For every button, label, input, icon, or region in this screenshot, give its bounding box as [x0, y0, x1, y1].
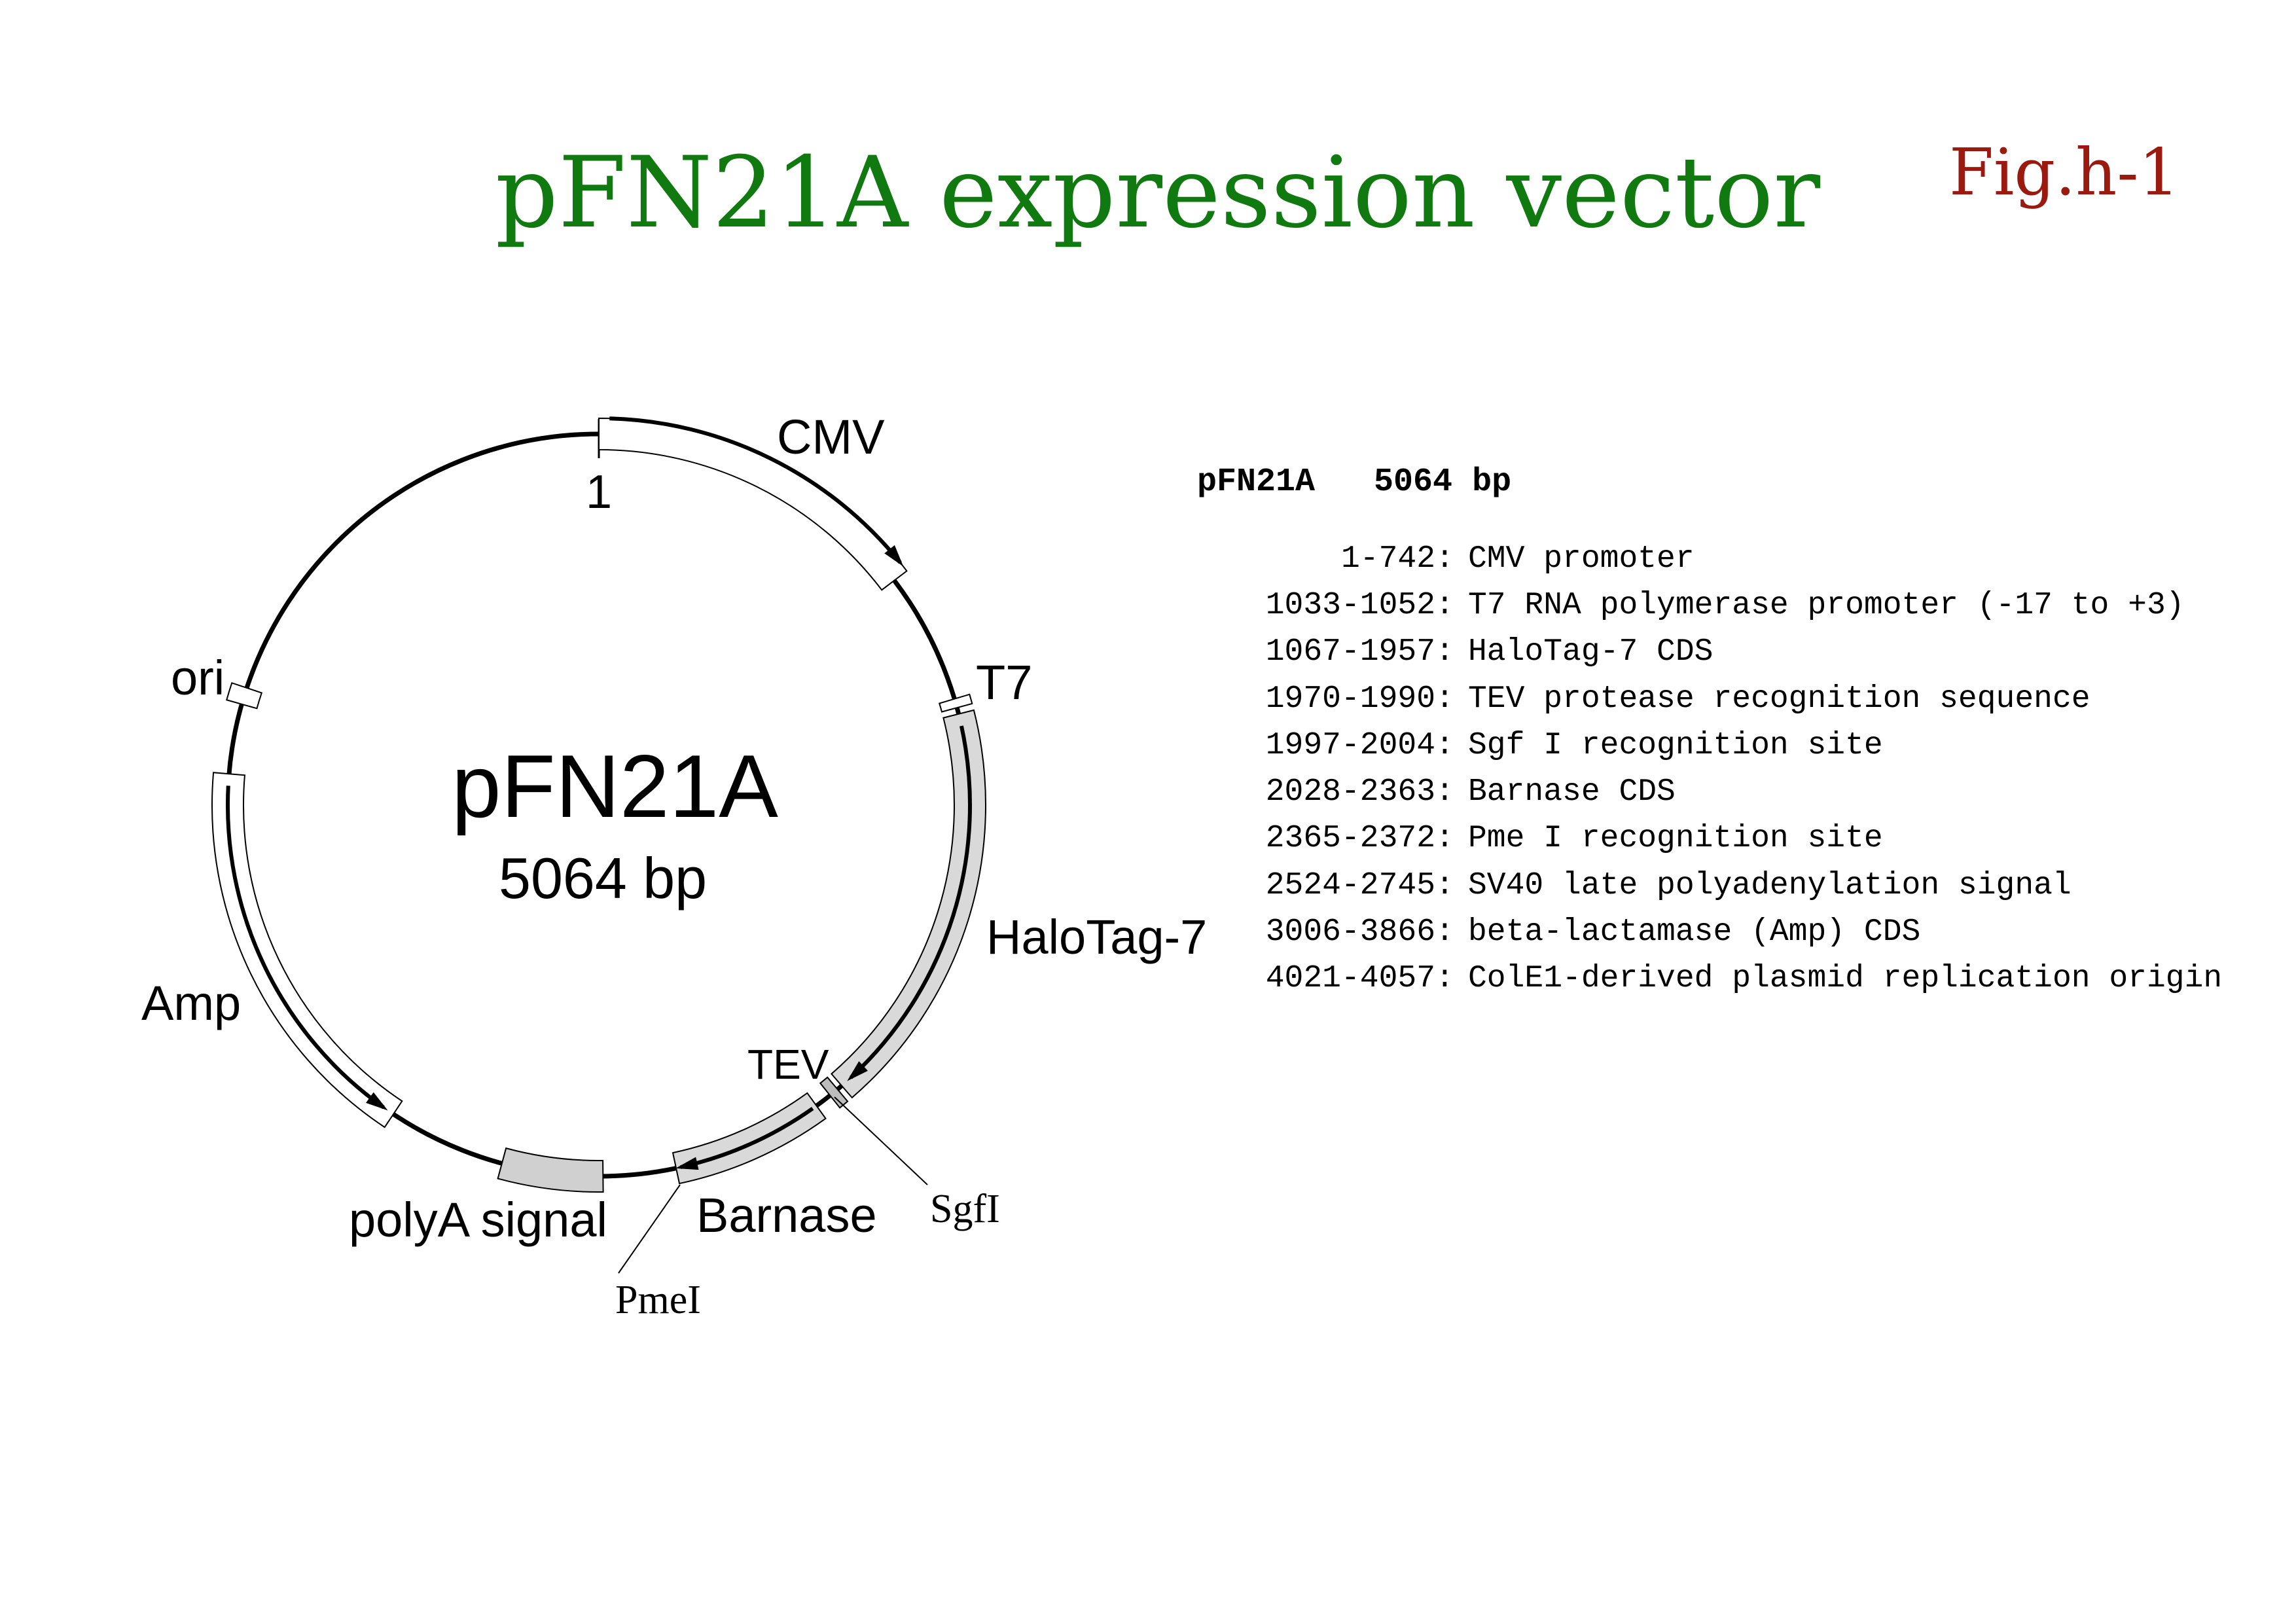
arrowhead-icon [884, 545, 904, 567]
label-polya: polyA signal [349, 1193, 607, 1247]
legend-header: pFN21A 5064 bp [1197, 463, 1512, 501]
legend-range: 1067-1957 [1265, 634, 1435, 670]
legend-range: 1970-1990 [1265, 681, 1435, 717]
legend-description: CMV promoter [1468, 541, 1695, 577]
legend-colon: : [1435, 914, 1454, 950]
feature-legend: pFN21A 5064 bp 1-742: CMV promoter 1033-10… [1197, 440, 2222, 1014]
label-tev: TEV [747, 1041, 829, 1088]
legend-colon: : [1435, 961, 1454, 997]
feature-direction-line [226, 785, 385, 1110]
legend-description: ColE1-derived plasmid replication origin [1468, 961, 2223, 997]
legend-row: 1970-1990: TEV protease recognition seque… [1197, 676, 2222, 722]
legend-colon: : [1435, 727, 1454, 763]
arrowhead-icon [366, 1092, 388, 1111]
legend-colon: : [1435, 587, 1454, 623]
figure-label: Fig.h-1 [1949, 135, 2179, 210]
legend-range: 2524-2745 [1265, 867, 1435, 903]
legend-range: 1997-2004 [1265, 727, 1435, 763]
origin-label: 1 [586, 466, 612, 518]
legend-description: TEV protease recognition sequence [1468, 681, 2090, 717]
legend-row: 1033-1052: T7 RNA polymerase promoter (-1… [1197, 582, 2222, 628]
legend-colon: : [1435, 634, 1454, 670]
legend-range: 3006-3866 [1265, 914, 1435, 950]
legend-row: 3006-3866: beta-lactamase (Amp) CDS [1197, 909, 2222, 955]
legend-colon: : [1435, 821, 1454, 857]
label-amp: Amp [141, 976, 241, 1030]
map-name: pFN21A [452, 736, 778, 836]
legend-row: 2524-2745: SV40 late polyadenylation sign… [1197, 862, 2222, 909]
feature-halotag-7 [830, 709, 986, 1099]
map-size: 5064 bp [499, 846, 707, 911]
legend-colon: : [1435, 681, 1454, 717]
label-t7: T7 [976, 655, 1032, 710]
feature-t7 [939, 693, 973, 713]
page-title: pFN21A expression vector [495, 136, 1821, 250]
legend-row: 4021-4057: ColE1-derived plasmid replicat… [1197, 956, 2222, 1002]
legend-description: Sgf I recognition site [1468, 727, 1883, 763]
legend-colon: : [1435, 774, 1454, 810]
legend-colon: : [1435, 541, 1454, 577]
legend-colon: : [1435, 867, 1454, 903]
legend-description: beta-lactamase (Amp) CDS [1468, 914, 1921, 950]
arrowhead-icon [847, 1061, 868, 1081]
arrowhead-icon [675, 1157, 699, 1170]
feature-polya-signal [497, 1147, 604, 1193]
label-pmei: PmeI [615, 1278, 701, 1322]
label-barnase: Barnase [696, 1188, 877, 1242]
legend-description: Pme I recognition site [1468, 821, 1883, 857]
label-ori: ori [171, 651, 224, 705]
legend-description: T7 RNA polymerase promoter (-17 to +3) [1468, 587, 2185, 623]
legend-row: 1997-2004: Sgf I recognition site [1197, 722, 2222, 768]
legend-range: 2365-2372 [1265, 821, 1435, 857]
legend-row: 2365-2372: Pme I recognition site [1197, 816, 2222, 862]
legend-range: 2028-2363 [1265, 774, 1435, 810]
feature-direction-line [850, 725, 972, 1079]
feature-tev [819, 1076, 849, 1109]
legend-row: 1-742: CMV promoter [1197, 535, 2222, 582]
legend-row: 2028-2363: Barnase CDS [1197, 768, 2222, 815]
pmei-leader-line [618, 1184, 681, 1274]
legend-description: Barnase CDS [1468, 774, 1676, 810]
legend-description: HaloTag-7 CDS [1468, 634, 1713, 670]
label-sgfi: SgfI [930, 1187, 1000, 1231]
feature-amp [211, 772, 403, 1128]
sgfi-leader-line [834, 1096, 928, 1185]
label-cmv: CMV [777, 410, 885, 464]
label-halotag: HaloTag-7 [986, 910, 1207, 964]
legend-description: SV40 late polyadenylation signal [1468, 867, 2072, 903]
legend-row: 1067-1957: HaloTag-7 CDS [1197, 629, 2222, 676]
feature-direction-line [609, 416, 902, 564]
legend-range: 1-742 [1340, 541, 1435, 577]
legend-range: 1033-1052 [1265, 587, 1435, 623]
legend-range: 4021-4057 [1265, 961, 1435, 997]
feature-ori [226, 682, 263, 710]
feature-barnase [672, 1092, 827, 1185]
